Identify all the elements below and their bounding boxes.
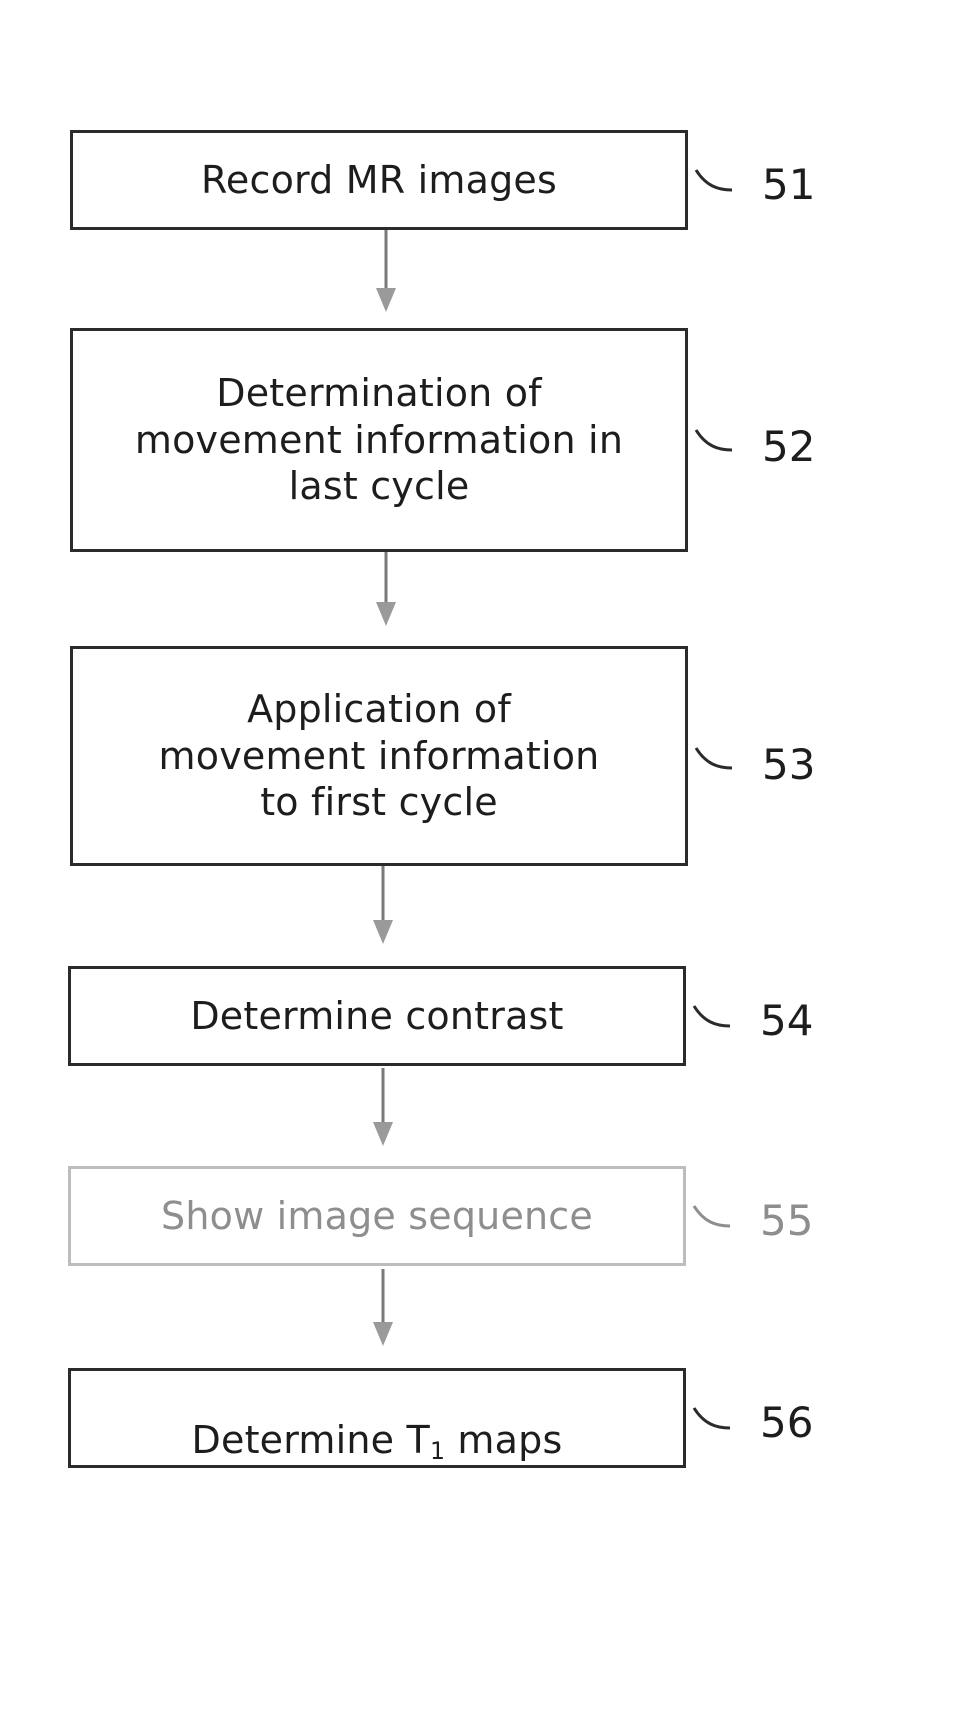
step-label-suffix: maps xyxy=(445,1417,563,1462)
step-label-prefix: Determine T xyxy=(191,1417,430,1462)
step-box-show-image-sequence[interactable]: Show image sequence xyxy=(68,1166,686,1266)
step-ref-55: 55 xyxy=(760,1196,814,1245)
leader-line-54 xyxy=(692,1005,731,1028)
step-ref-56: 56 xyxy=(760,1398,814,1447)
step-ref-52: 52 xyxy=(762,422,816,471)
step-box-application-movement-information[interactable]: Application of movement information to f… xyxy=(70,646,688,866)
leader-line-53 xyxy=(694,747,733,770)
step-label: Show image sequence xyxy=(161,1193,593,1238)
step-label: Determine contrast xyxy=(190,993,564,1038)
step-box-determine-t1-maps[interactable]: Determine T1 maps xyxy=(68,1368,686,1468)
step-ref-54: 54 xyxy=(760,996,814,1045)
step-box-record-mr-images[interactable]: Record MR images xyxy=(70,130,688,230)
step-ref-53: 53 xyxy=(762,740,816,789)
leader-line-52 xyxy=(694,429,733,452)
step-ref-51: 51 xyxy=(762,160,816,209)
step-box-determine-contrast[interactable]: Determine contrast xyxy=(68,966,686,1066)
leader-line-56 xyxy=(692,1407,731,1430)
step-label-subscript: 1 xyxy=(429,1436,446,1465)
step-box-determination-movement-information[interactable]: Determination of movement information in… xyxy=(70,328,688,552)
step-label: Record MR images xyxy=(201,157,557,202)
leader-line-51 xyxy=(694,169,733,192)
step-label: Application of movement information to f… xyxy=(158,687,600,825)
step-label: Determination of movement information in… xyxy=(134,371,624,509)
leader-line-55 xyxy=(692,1205,731,1228)
